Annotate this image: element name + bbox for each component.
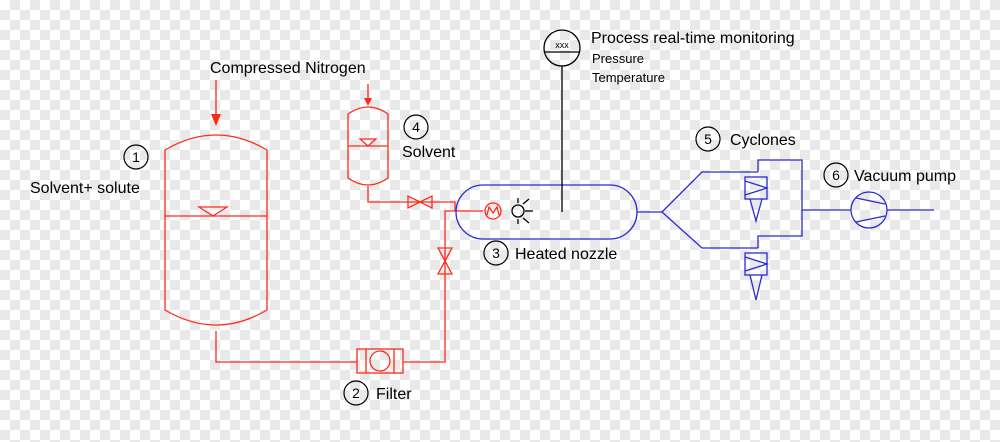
solution-vessel bbox=[164, 134, 268, 326]
badge-6-label: 6 bbox=[832, 167, 840, 183]
badge-1 bbox=[123, 144, 149, 170]
badge-4-label: 4 bbox=[412, 119, 420, 135]
vessel-outlet-pipe bbox=[215, 331, 357, 363]
gauge-label: xxx bbox=[555, 40, 569, 50]
monitoring-title: Process real-time monitoring bbox=[591, 30, 795, 47]
solvent-inlet-arrow-icon bbox=[364, 98, 372, 106]
lower-cyclone-body bbox=[744, 252, 768, 276]
solvent-vessel bbox=[347, 106, 389, 186]
nitrogen-arrow-icon bbox=[211, 114, 221, 126]
splitter-lower-branch bbox=[661, 211, 758, 249]
badge-2-label: 2 bbox=[352, 385, 360, 401]
temperature-label: Temperature bbox=[592, 70, 665, 85]
feed-section bbox=[164, 80, 502, 374]
compressed-nitrogen-label: Compressed Nitrogen bbox=[210, 60, 366, 77]
solvent-level-marker-icon bbox=[358, 138, 378, 147]
nozzle-spray-icon bbox=[511, 204, 525, 218]
upper-cyclone-body bbox=[744, 176, 768, 200]
feed-valve-icon bbox=[436, 247, 454, 275]
splitter-upper-branch bbox=[661, 171, 758, 213]
heated-nozzle-label: Heated nozzle bbox=[515, 246, 617, 263]
upper-cyclone-cone bbox=[749, 198, 763, 224]
cyclone-link-pipe bbox=[757, 159, 803, 248]
badge-5-label: 5 bbox=[704, 131, 712, 147]
process-section bbox=[455, 159, 934, 301]
solvent-outlet-pipe bbox=[367, 186, 456, 211]
badge-4 bbox=[403, 114, 429, 140]
cyclones-label: Cyclones bbox=[730, 132, 796, 149]
badge-3 bbox=[483, 240, 509, 266]
drying-chamber bbox=[455, 184, 638, 240]
vacuum-pump-label: Vacuum pump bbox=[854, 168, 956, 185]
number-badges bbox=[123, 114, 849, 406]
filter-label: Filter bbox=[376, 386, 412, 403]
vacuum-pump-icon bbox=[850, 191, 888, 229]
filter-element-icon bbox=[369, 350, 391, 372]
badge-3-label: 3 bbox=[492, 245, 500, 261]
filter-outlet-pipe bbox=[403, 210, 483, 363]
badge-5 bbox=[695, 126, 721, 152]
filter-housing bbox=[356, 348, 404, 374]
badge-2 bbox=[343, 380, 369, 406]
monitoring-section bbox=[511, 29, 581, 224]
solvent-valve-icon bbox=[407, 194, 433, 210]
heater-icon bbox=[484, 202, 502, 220]
badge-1-label: 1 bbox=[132, 149, 140, 165]
solution-level-marker-icon bbox=[196, 206, 230, 217]
pressure-label: Pressure bbox=[592, 51, 644, 66]
lower-cyclone-cone bbox=[749, 274, 763, 301]
solvent-solute-label: Solvent+ solute bbox=[30, 180, 140, 197]
solvent-label: Solvent bbox=[402, 144, 456, 161]
badge-6 bbox=[823, 162, 849, 188]
number-badge-text: 1 2 3 4 5 6 bbox=[132, 119, 840, 401]
